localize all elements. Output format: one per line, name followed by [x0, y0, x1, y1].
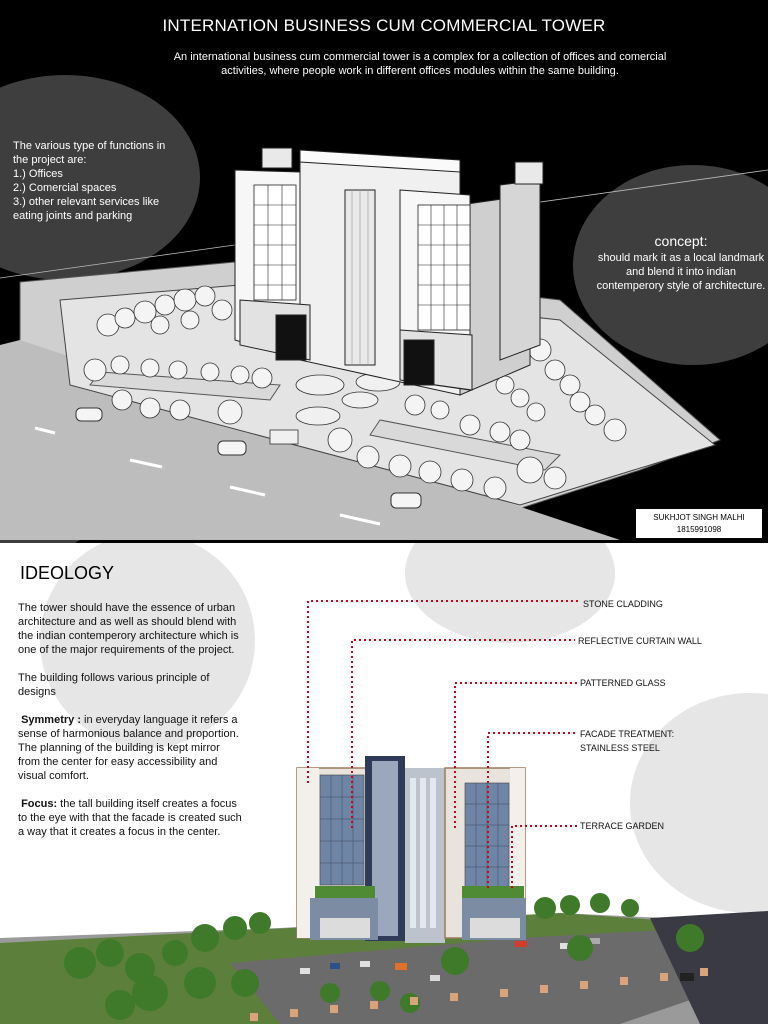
concept-box: concept: should mark it as a local landm… — [596, 233, 766, 293]
function-item: 3.) other relevant services like — [13, 196, 160, 208]
ideology-title: IDEOLOGY — [20, 563, 115, 583]
top-panel: INTERNATION BUSINESS CUM COMMERCIAL TOWE… — [0, 0, 768, 543]
concept-text: should mark it as a local landmark and b… — [596, 252, 766, 292]
callout-terrace-garden: TERRACE GARDEN — [580, 821, 665, 831]
callout-facade-treatment: FACADE TREATMENT: STAINLESS STEEL — [580, 727, 674, 755]
callout-curtain-wall: REFLECTIVE CURTAIN WALL — [578, 636, 702, 646]
function-item: eating joints and parking — [13, 210, 133, 222]
function-item: 2.) Comercial spaces — [13, 182, 117, 194]
ideology-body: The tower should have the essence of urb… — [18, 601, 243, 839]
ideology-paragraph: The building follows various principle o… — [18, 672, 210, 698]
symmetry-text-2: The planning of the building is kept mir… — [18, 742, 220, 782]
callout-facade-line1: FACADE TREATMENT: — [580, 729, 675, 739]
tower-render-illustration — [0, 600, 768, 1024]
functions-list: The various type of functions in the pro… — [13, 139, 193, 223]
page-subtitle: An international business cum commercial… — [173, 51, 667, 77]
focus-block: Focus: the tall building itself creates … — [18, 797, 243, 839]
function-item: 1.) Offices — [13, 168, 63, 180]
callout-facade-line2: STAINLESS STEEL — [580, 743, 660, 753]
callout-patterned-glass: PATTERNED GLASS — [580, 678, 666, 688]
decor-circle-ideology — [40, 543, 255, 748]
symmetry-block: Symmetry : in everyday language it refer… — [18, 713, 243, 741]
symmetry-label: Symmetry : — [21, 714, 81, 726]
ideology-paragraph: The tower should have the essence of urb… — [18, 602, 239, 656]
focus-label: Focus: — [21, 798, 58, 810]
site-plan-illustration — [0, 147, 768, 540]
concept-title: concept: — [654, 233, 708, 249]
page-title: INTERNATION BUSINESS CUM COMMERCIAL TOWE… — [162, 16, 606, 35]
focus-text: the tall building itself creates a focus… — [18, 798, 242, 838]
functions-intro-line: The various type of functions in — [13, 140, 166, 152]
author-id: 1815991098 — [676, 525, 722, 534]
bottom-panel: IDEOLOGY The tower should have the essen… — [0, 543, 768, 1024]
functions-intro-line: the project are: — [13, 154, 87, 166]
symmetry-text: in everyday language it refers a sense o… — [18, 714, 239, 740]
author-credit: SUKHJOT SINGH MALHI 1815991098 — [636, 509, 762, 538]
author-name: SUKHJOT SINGH MALHI — [653, 513, 745, 522]
callout-stone-cladding: STONE CLADDING — [583, 599, 663, 609]
decor-circle-right — [573, 165, 768, 365]
